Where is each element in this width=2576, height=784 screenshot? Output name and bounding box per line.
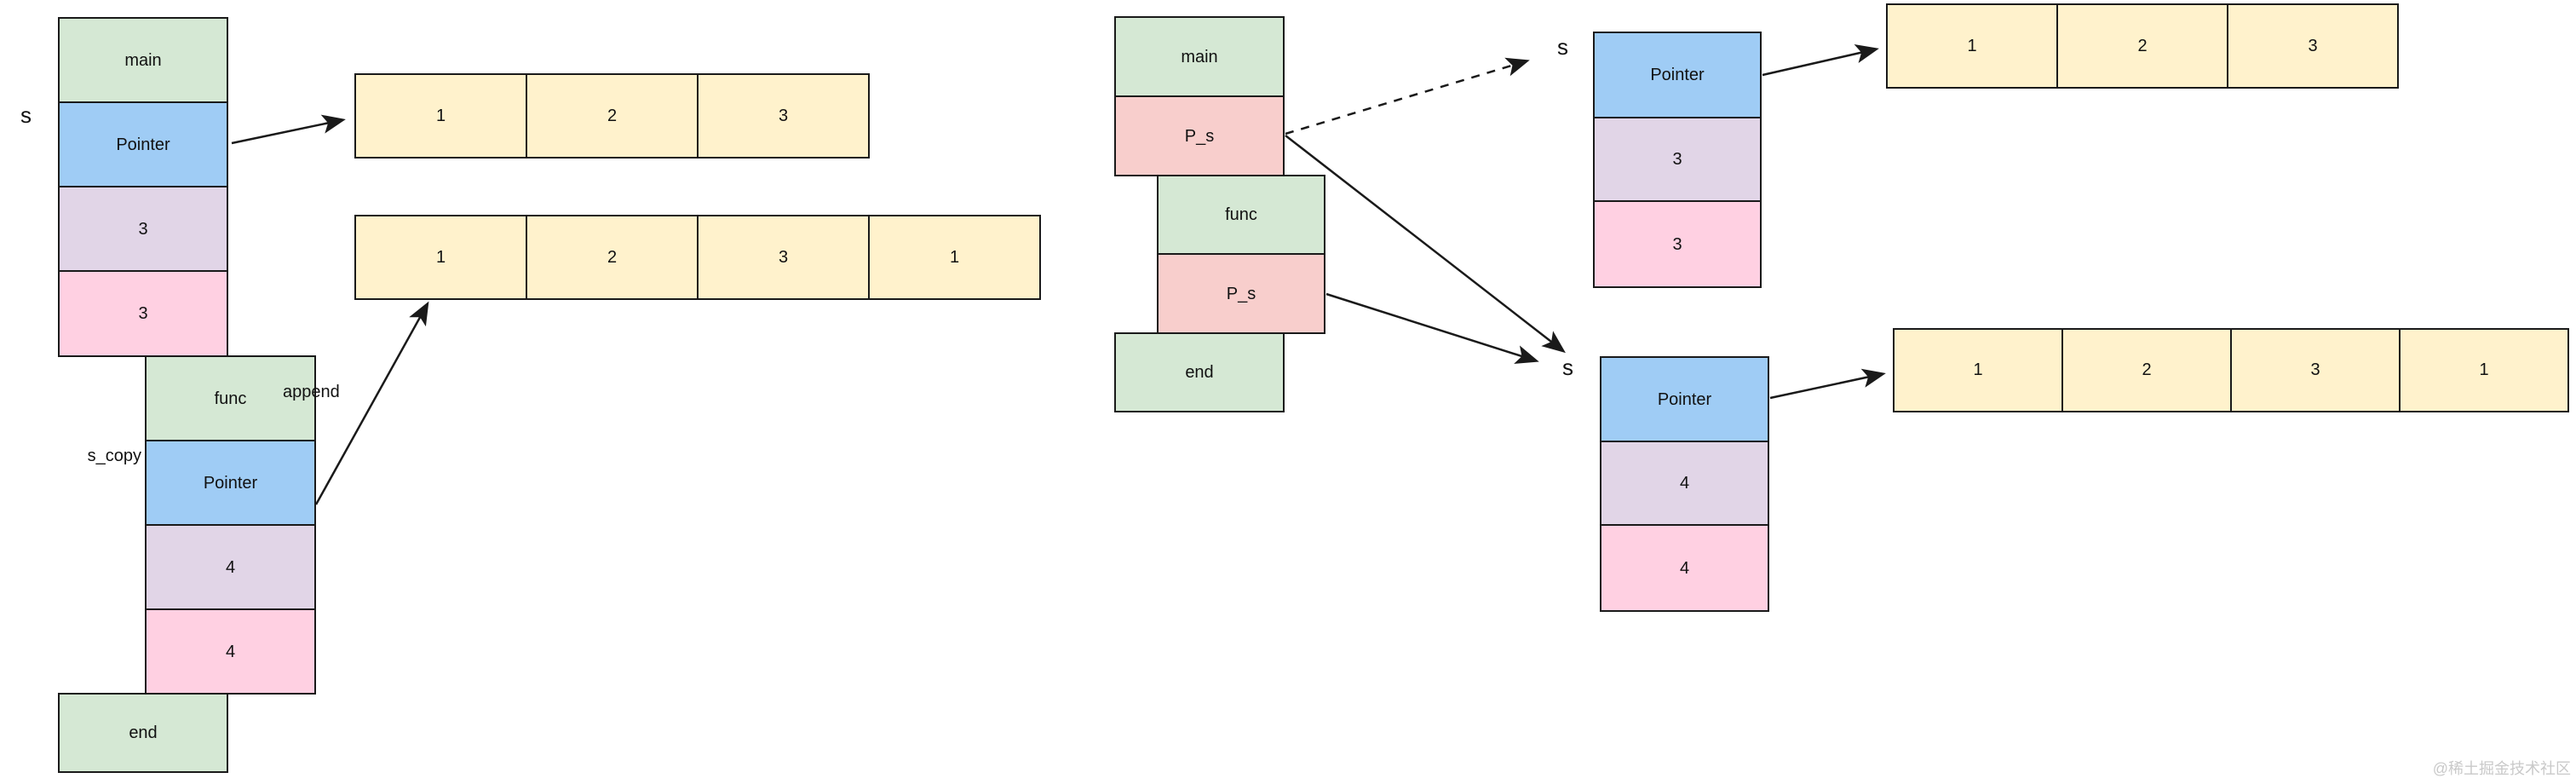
array-cell: 1 [1893,328,2063,412]
stack-s-cap-cell: 3 [58,270,228,357]
rslice-top-len-cell: 3 [1593,117,1762,202]
right-backing-array-1231: 1 2 3 1 [1893,328,2569,412]
rslice-bottom-pointer-cell: Pointer [1600,356,1769,442]
array-cell: 2 [526,215,699,300]
label-s-left: s [20,102,32,128]
array-cell: 3 [697,73,870,159]
label-s-bottom-right: s [1562,355,1573,380]
arrow-ps-func-to-s-bottom [1325,292,1539,364]
array-cell: 2 [2056,3,2228,89]
rstack-ps-func-cell: P_s [1157,253,1325,334]
stack-s-pointer-cell: Pointer [58,101,228,187]
rslice-top-cap-cell: 3 [1593,200,1762,288]
left-backing-array-123: 1 2 3 [354,73,870,159]
array-cell: 1 [1886,3,2058,89]
left-backing-array-1231: 1 2 3 1 [354,215,1041,300]
watermark: @稀土掘金技术社区 [2432,760,2571,777]
array-cell: 2 [2061,328,2232,412]
rstack-frame-end: end [1114,332,1285,412]
rslice-bottom-len-cell: 4 [1600,441,1769,526]
stack-scopy-len-cell: 4 [145,524,316,610]
array-cell: 3 [2230,328,2401,412]
stack-s-frame-main: main [58,17,228,103]
rslice-bottom-cap-cell: 4 [1600,524,1769,612]
rstack-ps-main-cell: P_s [1114,95,1285,176]
arrow-s-pointer-to-array [231,114,346,145]
stack-left-frame-end: end [58,693,228,773]
rslice-top-pointer-cell: Pointer [1593,32,1762,118]
array-cell: 2 [526,73,699,159]
arrow-rslice-top-to-array [1762,44,1879,77]
label-s-copy: s_copy [87,447,141,465]
array-cell: 1 [354,215,527,300]
stack-s-len-cell: 3 [58,186,228,272]
arrow-append-to-array [314,301,429,505]
array-cell: 1 [868,215,1041,300]
rstack-frame-func: func [1157,175,1325,255]
stack-scopy-pointer-cell: Pointer [145,440,316,526]
arrow-ps-to-s-bottom [1285,135,1566,354]
array-cell: 1 [354,73,527,159]
array-cell: 3 [697,215,870,300]
right-backing-array-123: 1 2 3 [1886,3,2399,89]
arrow-rslice-bottom-to-array [1769,368,1886,400]
label-s-top-right: s [1557,34,1568,60]
stack-scopy-frame-func: func [145,355,316,441]
arrow-ps-dashed-to-s-top [1285,57,1530,135]
array-cell: 1 [2399,328,2569,412]
array-cell: 3 [2227,3,2399,89]
stack-scopy-cap-cell: 4 [145,608,316,695]
rstack-frame-main: main [1114,16,1285,97]
label-append: append [283,383,340,401]
